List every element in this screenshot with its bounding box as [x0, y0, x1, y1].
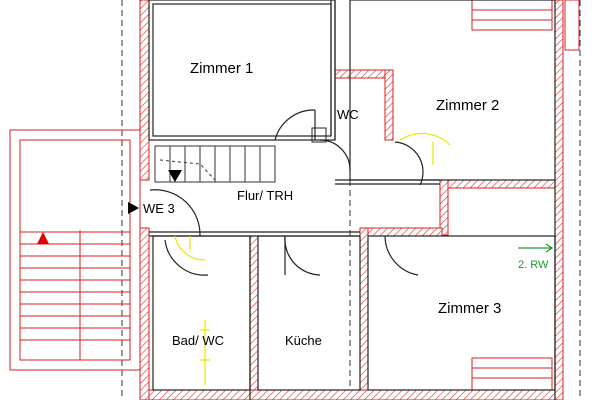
stair-down-arrow-icon: [168, 170, 182, 182]
stair-direction-arrow-icon: [37, 232, 49, 244]
interior-walls: [148, 0, 556, 400]
entrance-label: WE 3: [143, 201, 175, 216]
room-label-bad-wc: Bad/ WC: [172, 333, 224, 348]
exterior-staircase: [9, 129, 141, 371]
entrance-arrow-icon: [128, 202, 139, 214]
door-swings: [174, 132, 451, 385]
escape-route-arrow-icon: [518, 243, 554, 253]
escape-route-label: 2. RW: [518, 259, 549, 271]
room-label-zimmer-1: Zimmer 1: [190, 60, 253, 77]
dashed-guide-lines: [121, 0, 581, 400]
room-label-kueche: Küche: [285, 333, 322, 348]
staircase: [154, 145, 276, 183]
room-label-flur: Flur/ TRH: [237, 188, 293, 203]
window-frames: [471, 0, 580, 391]
room-label-wc: WC: [337, 107, 359, 122]
room-label-zimmer-3: Zimmer 3: [438, 300, 501, 317]
door-leaves: [149, 109, 424, 276]
room-label-zimmer-2: Zimmer 2: [436, 97, 499, 114]
